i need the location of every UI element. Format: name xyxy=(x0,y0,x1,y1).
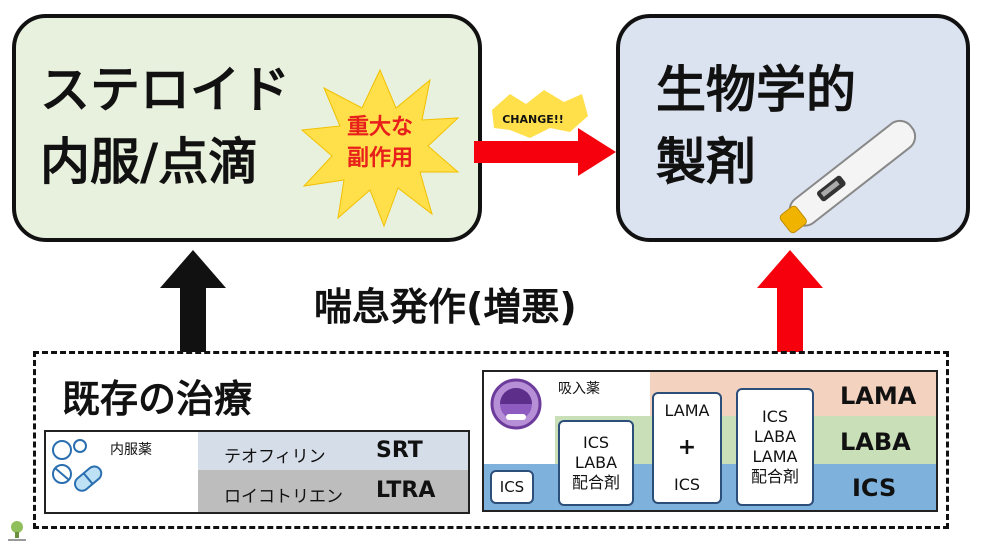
combo3-laba: LABA xyxy=(753,427,797,446)
abbr-ltra: LTRA xyxy=(376,478,436,503)
change-label: CHANGE!! xyxy=(502,113,564,126)
triple-combo-box: ICS LABA LAMA 配合剤 xyxy=(736,388,814,506)
logo-icon xyxy=(8,521,26,541)
change-arrow xyxy=(474,90,616,176)
red-up-arrow xyxy=(757,250,823,352)
inhaled-label: 吸入薬 xyxy=(558,381,600,397)
ics-text: ICS xyxy=(499,477,525,496)
legend-ics: ICS xyxy=(852,474,897,502)
side-effect-line2: 副作用 xyxy=(346,146,413,171)
ics-box: ICS xyxy=(490,470,534,504)
biologics-title-line2: 製剤 xyxy=(656,133,756,191)
combo2-ics: ICS xyxy=(582,433,610,452)
legend-lama: LAMA xyxy=(840,382,917,410)
steroid-title-line2: 内服/点滴 xyxy=(40,133,259,191)
table-row xyxy=(198,470,468,512)
ics-laba-combo-box: ICS LABA 配合剤 xyxy=(558,420,634,506)
side-effect-line1: 重大な xyxy=(346,115,413,140)
oral-label: 内服薬 xyxy=(110,442,152,458)
combo3-combo: 配合剤 xyxy=(750,467,799,486)
combo3-ics: ICS xyxy=(761,407,789,426)
drug-leukotriene: ロイコトリエン xyxy=(224,487,343,507)
existing-treatment-area xyxy=(33,351,949,529)
ics2-text: ICS xyxy=(673,475,701,495)
table-row xyxy=(198,432,468,470)
combo2-laba: LABA xyxy=(574,453,618,472)
injector-pen-icon xyxy=(779,119,917,234)
pills-icon xyxy=(52,439,103,492)
inhaler-icon xyxy=(490,378,542,430)
black-up-arrow xyxy=(160,250,226,352)
drug-theophylline: テオフィリン xyxy=(224,447,326,467)
lama-plus-ics-box: LAMA + ICS xyxy=(652,392,722,504)
combo3-lama: LAMA xyxy=(752,447,798,466)
combo2-combo: 配合剤 xyxy=(571,473,620,492)
biologics-title-line1: 生物学的 xyxy=(656,61,856,119)
existing-treatment-title: 既存の治療 xyxy=(62,377,253,421)
plus-text: + xyxy=(677,435,697,461)
abbr-srt: SRT xyxy=(376,438,423,463)
steroid-title-line1: ステロイド xyxy=(40,61,290,119)
explosion-icon xyxy=(300,68,460,228)
legend-laba: LABA xyxy=(840,428,911,456)
asthma-attack-label: 喘息発作(増悪) xyxy=(314,285,577,329)
lama-text: LAMA xyxy=(664,400,710,420)
